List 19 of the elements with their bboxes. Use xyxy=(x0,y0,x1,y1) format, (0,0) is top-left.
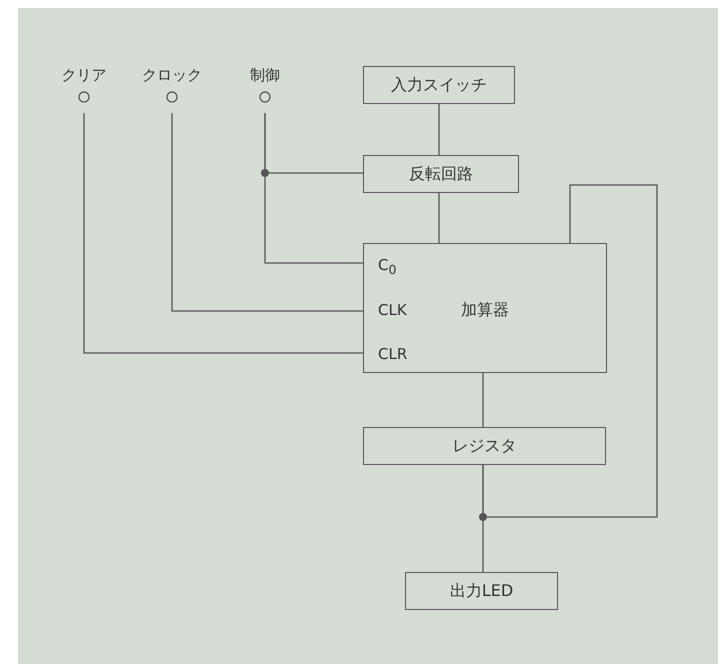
wire xyxy=(482,184,658,518)
wire xyxy=(171,113,363,312)
wire xyxy=(83,113,363,354)
wire xyxy=(438,104,440,155)
terminal-label: クリア xyxy=(62,66,106,85)
terminal-label: クロック xyxy=(142,66,202,85)
wire xyxy=(438,193,440,243)
pin-label: C$_{0}$ xyxy=(378,256,396,277)
wire xyxy=(264,113,363,264)
block-box: 入力スイッチ xyxy=(363,66,515,104)
terminal-label: 制御 xyxy=(250,66,280,85)
wire xyxy=(482,373,484,427)
pin-label: CLK xyxy=(378,301,407,319)
block-box: 出力LED xyxy=(405,572,558,610)
block-box: レジスタ xyxy=(363,427,606,465)
adder-box xyxy=(363,243,607,373)
pin-label: CLR xyxy=(378,345,408,363)
block-label: 加算器 xyxy=(461,300,509,321)
block-box: 反転回路 xyxy=(363,155,519,193)
